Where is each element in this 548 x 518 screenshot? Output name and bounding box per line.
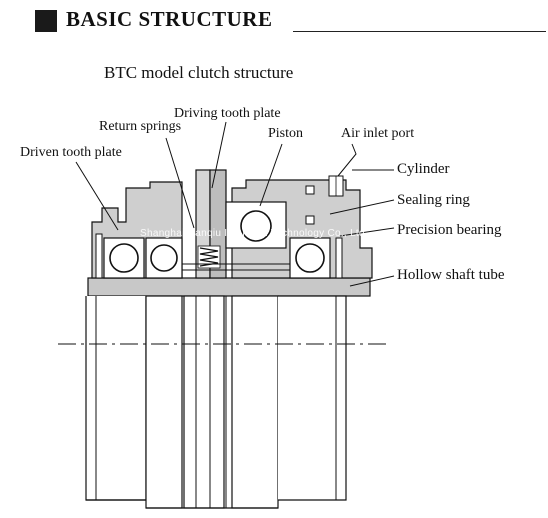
label-return-springs: Return springs [99,119,182,134]
clutch-lower-body-driven [145,295,183,509]
watermark: Shanghai Hanqiu Industrial Technology Co… [140,228,368,239]
clutch-lower-body-left [85,295,147,501]
sealing-ring-lower [305,215,315,225]
label-sealing-ring: Sealing ring [397,192,470,208]
section-header: BASIC STRUCTURE [0,0,548,40]
header-divider [293,31,546,32]
section-title: BASIC STRUCTURE [66,7,273,31]
diagram-title: BTC model clutch structure [104,63,294,82]
clutch-lower-body-plates [183,295,225,509]
label-cylinder: Cylinder [397,161,450,177]
clutch-lower-body-cylinder [231,295,279,509]
sealing-ring-upper [305,185,315,195]
hollow-shaft-tube [87,277,371,297]
piston-bearing [240,210,272,242]
label-driven-tooth-plate: Driven tooth plate [20,145,122,160]
leader-lines [75,121,395,287]
label-air-inlet-port: Air inlet port [341,126,415,141]
label-hollow-shaft-tube: Hollow shaft tube [397,267,505,283]
label-precision-bearing: Precision bearing [397,222,502,238]
return-springs [199,247,219,267]
header-square-icon [35,10,57,32]
label-piston: Piston [268,126,304,141]
clutch-lower-body-right [278,295,347,501]
label-driving-tooth-plate: Driving tooth plate [174,106,281,121]
